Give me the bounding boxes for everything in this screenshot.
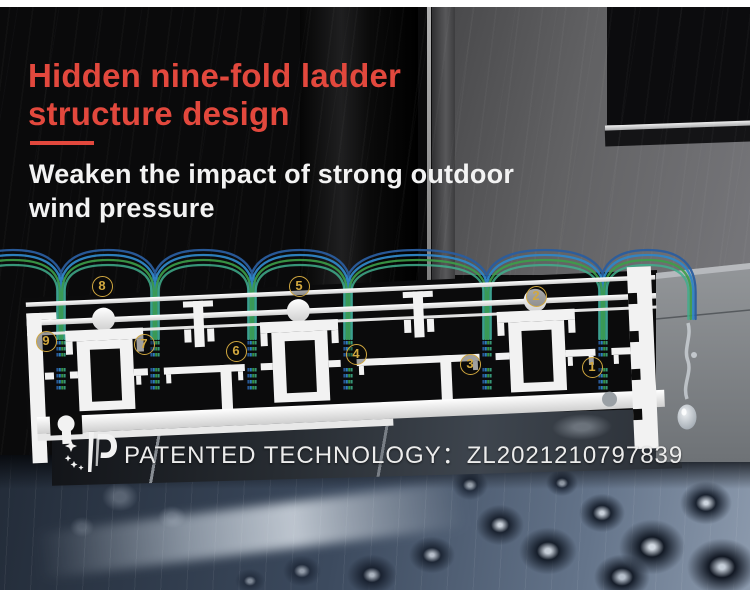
right-column <box>626 266 659 450</box>
aluminium-profile <box>25 266 665 464</box>
page-subtitle: Weaken the impact of strong outdoor wind… <box>29 157 514 225</box>
window-post-gray <box>432 7 455 307</box>
title-line-1: Hidden nine-fold ladder <box>28 57 402 94</box>
mullion-profiles <box>65 288 576 412</box>
subtitle-line-1: Weaken the impact of strong outdoor <box>29 159 515 189</box>
patent-star-logo-icon <box>64 432 117 472</box>
profile-base <box>36 389 665 445</box>
top-margin-strip <box>0 0 750 7</box>
title-line-2: structure design <box>28 95 290 132</box>
flow-arcs <box>0 248 697 341</box>
water-drop-icon <box>677 322 697 430</box>
subtitle-line-2: wind pressure <box>29 193 215 223</box>
drainage-channels <box>56 341 608 391</box>
bottom-margin-strip <box>0 590 750 605</box>
profile-backdrop <box>21 269 663 430</box>
page-title: Hidden nine-fold ladder structure design <box>28 57 401 133</box>
profile-cross-section-diagram <box>0 248 750 464</box>
window-post-highlight <box>427 7 431 307</box>
patent-label: PATENTED TECHNOLOGY： <box>124 441 467 469</box>
ladder-ledges <box>44 347 631 412</box>
patent-row: PATENTED TECHNOLOGY：ZL2021210797839 <box>62 427 683 477</box>
title-underline <box>30 141 94 145</box>
window-pane <box>607 7 750 125</box>
patent-text: PATENTED TECHNOLOGY：ZL2021210797839 <box>124 435 683 470</box>
patent-number: ZL2021210797839 <box>466 441 684 469</box>
